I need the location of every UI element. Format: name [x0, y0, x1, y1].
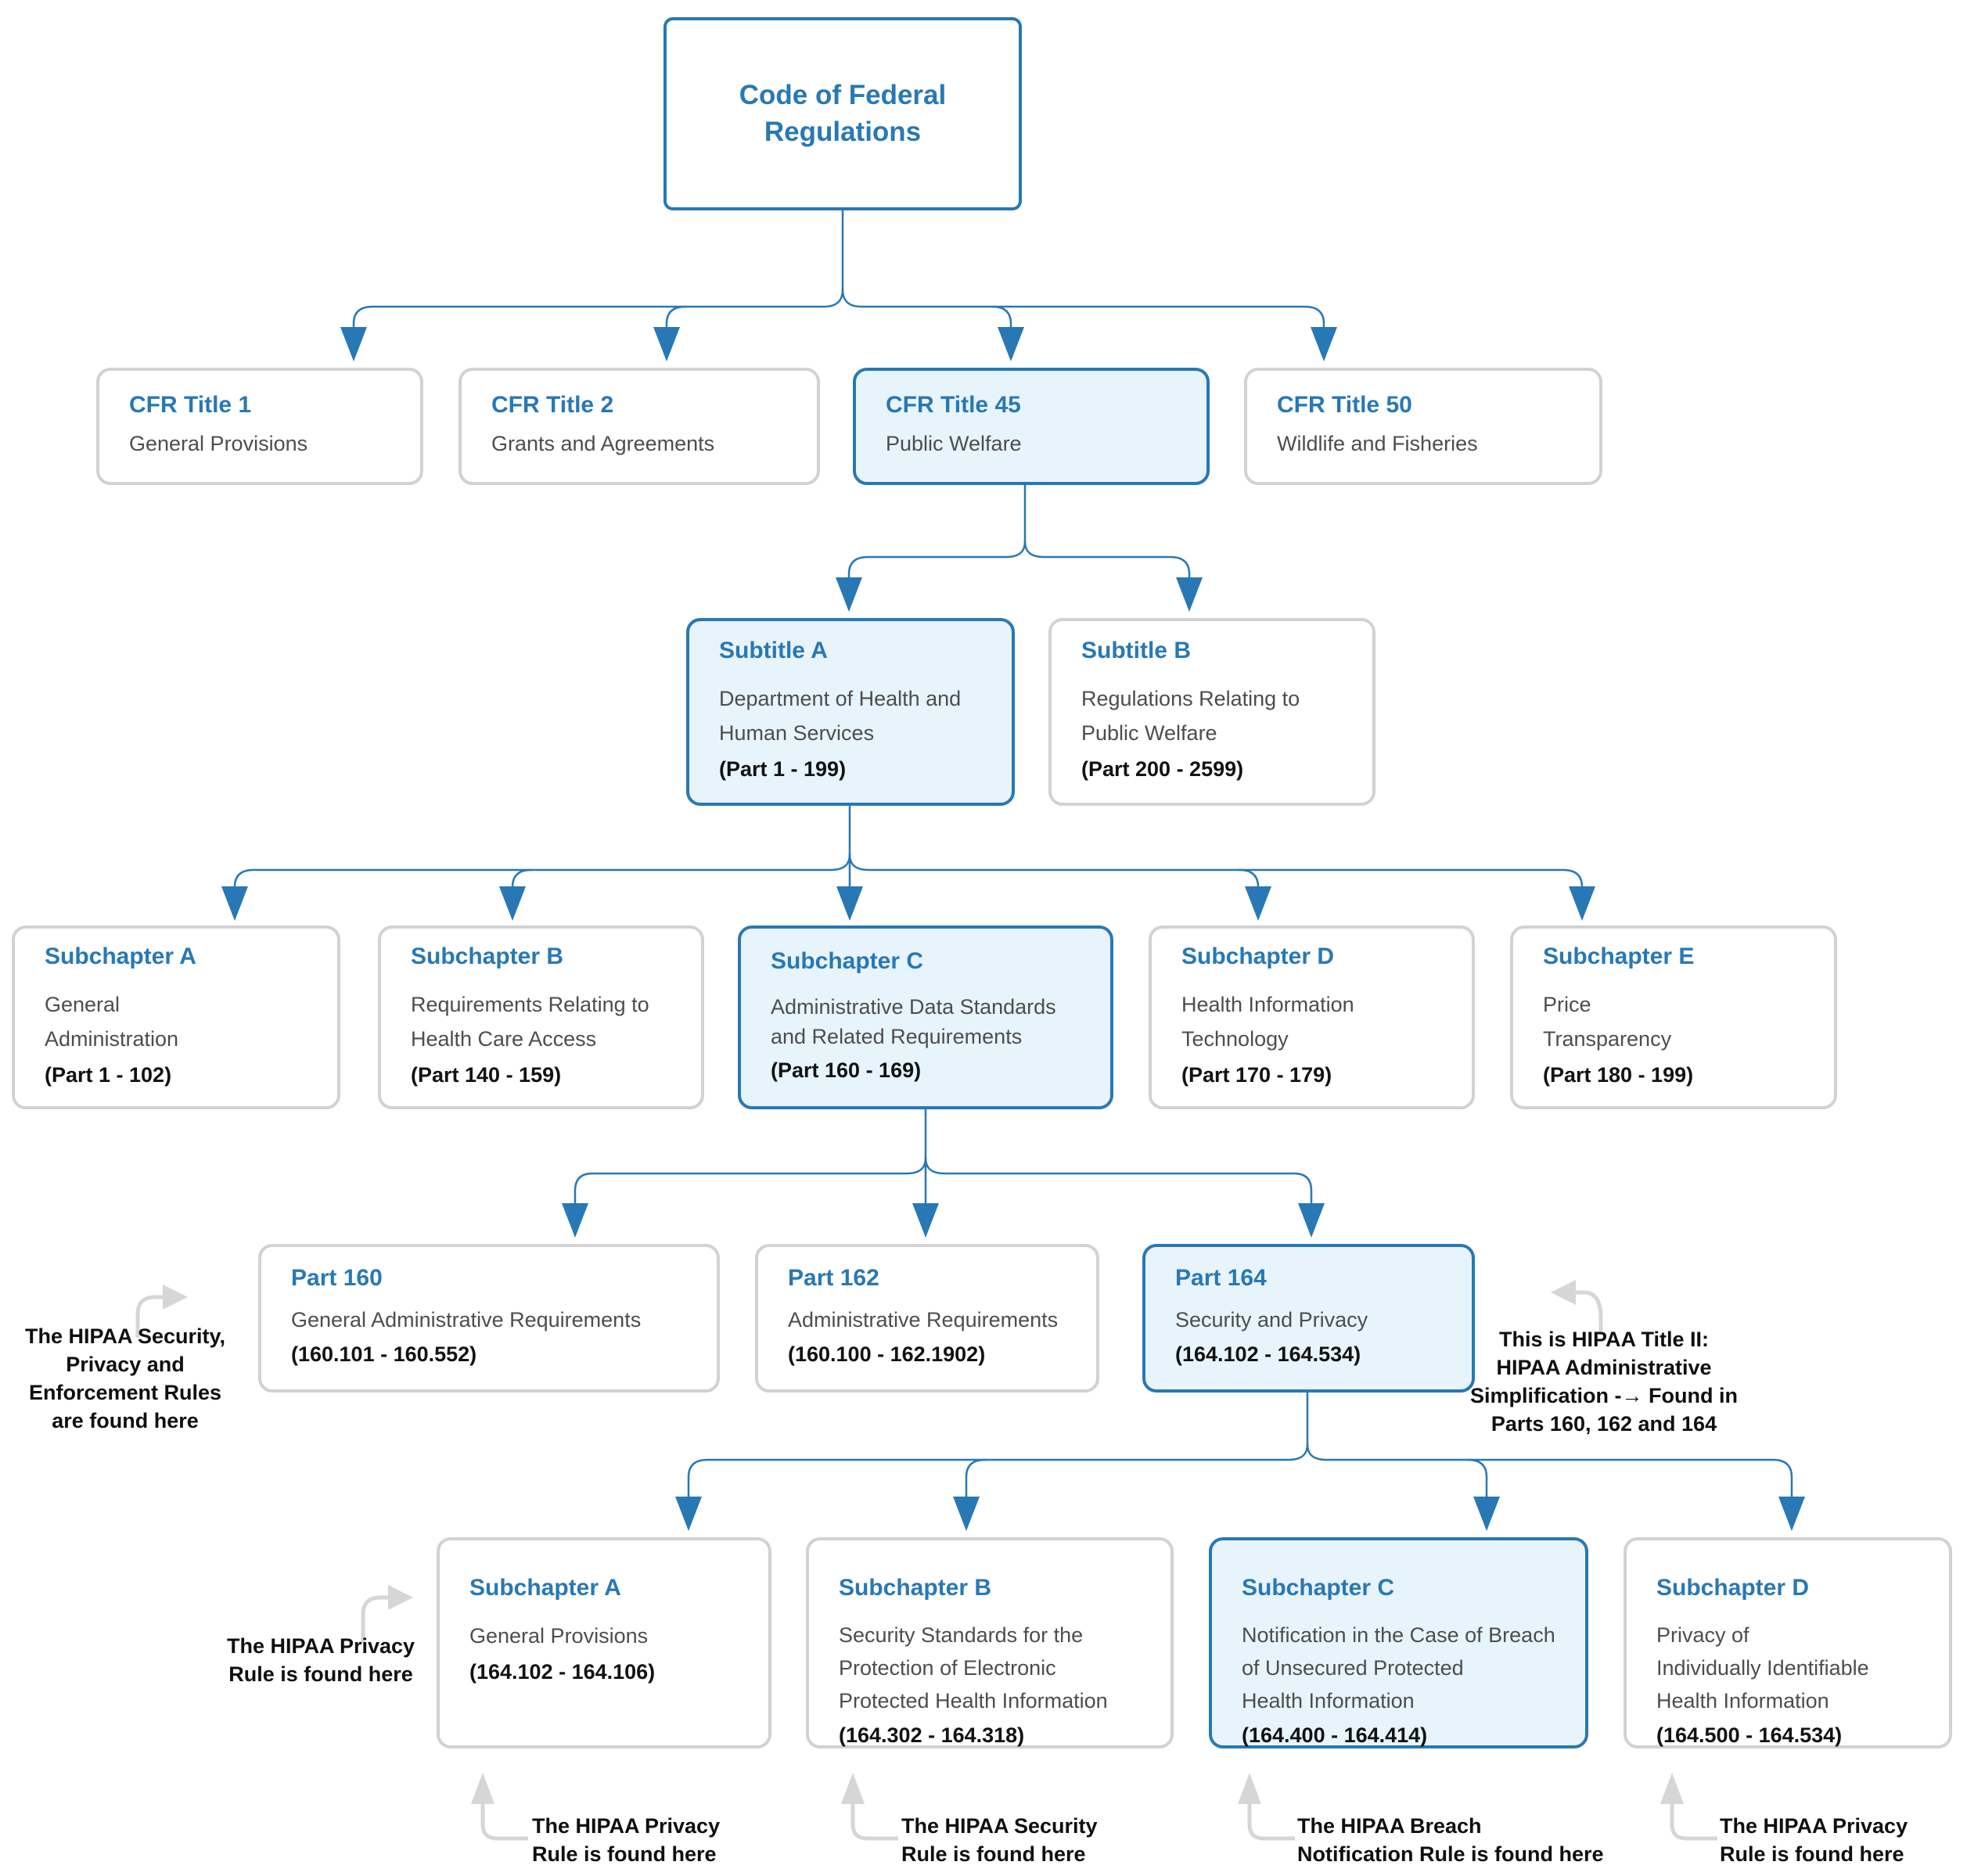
- node-range: (Part 1 - 102): [45, 1062, 172, 1087]
- node-body: Price Transparency: [1543, 992, 1672, 1051]
- node-body: Security Standards for the Protection of…: [839, 1623, 1108, 1712]
- node-body: Regulations Relating to Public Welfare: [1081, 687, 1300, 745]
- node-title: Subtitle A: [719, 638, 828, 663]
- node-part-160: Part 160 General Administrative Requirem…: [258, 1244, 720, 1393]
- node-range: (164.102 - 164.534): [1175, 1342, 1361, 1366]
- node-body: Privacy of Individually Identifiable Hea…: [1656, 1623, 1869, 1712]
- node-title: CFR Title 1: [129, 392, 252, 418]
- curved-arrow-up-icon: [471, 1773, 528, 1841]
- node-title: Subchapter A: [45, 943, 196, 969]
- curved-arrow-up-icon: [1238, 1773, 1295, 1841]
- node-body: Grants and Agreements: [491, 432, 715, 455]
- node-body: Administrative Requirements: [788, 1308, 1059, 1332]
- node-range: (Part 200 - 2599): [1081, 757, 1244, 781]
- connector-fan-root-to-titles: [352, 208, 1325, 329]
- node-cfr-title-1: CFR Title 1 General Provisions: [96, 368, 423, 485]
- connector-fan-part164-to-subchapters: [687, 1391, 1793, 1500]
- node-body: General Administration: [45, 992, 179, 1051]
- node-subchapter-b-45: Subchapter B Requirements Relating to He…: [378, 925, 704, 1109]
- node-body: Requirements Relating to Health Care Acc…: [411, 992, 649, 1051]
- node-title: Subchapter B: [411, 943, 564, 969]
- node-range: (164.400 - 164.414): [1242, 1723, 1428, 1747]
- node-subchapter-d-164: Subchapter D Privacy of Individually Ide…: [1624, 1537, 1952, 1748]
- annotation-breach-rule-bottom: The HIPAA Breach Notification Rule is fo…: [1297, 1814, 1604, 1866]
- node-range: (Part 1 - 199): [719, 757, 847, 781]
- node-subchapter-a-45: Subchapter A General Administration (Par…: [12, 925, 340, 1109]
- node-range: (Part 180 - 199): [1543, 1062, 1694, 1087]
- curved-arrow-up-icon: [841, 1773, 898, 1841]
- node-subtitle-a: Subtitle A Department of Health and Huma…: [686, 618, 1015, 806]
- node-cfr-title-2: CFR Title 2 Grants and Agreements: [458, 368, 820, 485]
- annotation-hipaa-title-ii: This is HIPAA Title II: HIPAA Administra…: [1470, 1328, 1738, 1436]
- node-title: Subchapter E: [1543, 943, 1695, 969]
- annotation-security-privacy-enforcement: The HIPAA Security, Privacy and Enforcem…: [24, 1324, 226, 1432]
- node-title: CFR Title 50: [1277, 392, 1412, 418]
- node-body: Wildlife and Fisheries: [1277, 432, 1478, 455]
- node-range: (164.102 - 164.106): [469, 1660, 656, 1684]
- node-title: Subtitle B: [1081, 638, 1191, 663]
- connector-fan-subtitleA-to-subchapters: [233, 804, 1584, 889]
- node-subchapter-b-164: Subchapter B Security Standards for the …: [806, 1537, 1174, 1748]
- node-range: (Part 140 - 159): [411, 1062, 562, 1087]
- node-range: (164.500 - 164.534): [1656, 1723, 1843, 1747]
- node-range: (160.101 - 160.552): [291, 1342, 477, 1366]
- node-cfr-title-45: CFR Title 45 Public Welfare: [853, 368, 1210, 485]
- curved-arrow-right-icon: [361, 1585, 413, 1643]
- node-title: Part 160: [291, 1265, 383, 1291]
- connector-fan-subchapterC-to-parts: [574, 1108, 1313, 1206]
- node-body: General Provisions: [469, 1624, 649, 1648]
- connector-fan-title45-to-subtitles: [847, 483, 1191, 580]
- node-subchapter-a-164: Subchapter A General Provisions (164.102…: [437, 1537, 771, 1748]
- node-title: Part 164: [1175, 1265, 1267, 1291]
- curved-arrow-up-icon: [1660, 1773, 1717, 1841]
- arrowheads-level-4: [562, 1203, 1325, 1238]
- node-title: CFR Title 45: [886, 392, 1021, 418]
- node-subchapter-d-45: Subchapter D Health Information Technolo…: [1149, 925, 1475, 1109]
- arrowheads-level-1: [340, 327, 1337, 361]
- node-title: Subchapter A: [469, 1575, 621, 1601]
- node-subchapter-c-45: Subchapter C Administrative Data Standar…: [738, 925, 1113, 1109]
- curved-arrow-right-icon: [135, 1285, 188, 1338]
- annotation-privacy-rule-bottom-1: The HIPAA Privacy Rule is found here: [532, 1814, 721, 1866]
- node-subtitle-b: Subtitle B Regulations Relating to Publi…: [1048, 618, 1375, 806]
- annotation-privacy-rule-left: The HIPAA Privacy Rule is found here: [226, 1634, 415, 1686]
- annotation-security-rule-bottom: The HIPAA Security Rule is found here: [901, 1814, 1098, 1866]
- node-title: Subchapter C: [771, 947, 924, 974]
- node-title: Subchapter D: [1181, 943, 1335, 969]
- node-cfr-title-50: CFR Title 50 Wildlife and Fisheries: [1244, 368, 1602, 485]
- node-body: Notification in the Case of Breach of Un…: [1242, 1623, 1555, 1712]
- node-body: General Administrative Requirements: [291, 1308, 642, 1332]
- node-title: CFR Title 2: [491, 392, 614, 418]
- node-title: Subchapter B: [839, 1575, 992, 1601]
- node-title: Subchapter C: [1242, 1575, 1395, 1601]
- node-cfr-root: Code of Federal Regulations: [663, 17, 1022, 210]
- node-subchapter-e-45: Subchapter E Price Transparency (Part 18…: [1510, 925, 1837, 1109]
- node-range: (Part 160 - 169): [771, 1058, 922, 1082]
- arrowheads-level-5: [675, 1497, 1805, 1531]
- arrowheads-level-3: [221, 886, 1595, 921]
- node-title: Part 162: [788, 1265, 879, 1291]
- node-part-164: Part 164 Security and Privacy (164.102 -…: [1142, 1244, 1475, 1393]
- node-part-162: Part 162 Administrative Requirements (16…: [755, 1244, 1099, 1393]
- arrowheads-level-2: [836, 577, 1203, 612]
- curved-arrow-left-icon: [1551, 1280, 1603, 1332]
- node-range: (160.100 - 162.1902): [788, 1342, 986, 1366]
- node-body: Department of Health and Human Services: [719, 687, 962, 745]
- node-subchapter-c-164: Subchapter C Notification in the Case of…: [1209, 1537, 1588, 1748]
- node-title: Subchapter D: [1656, 1575, 1810, 1601]
- node-body: General Provisions: [129, 432, 308, 455]
- annotation-privacy-rule-bottom-2: The HIPAA Privacy Rule is found here: [1720, 1814, 1908, 1866]
- root-title: Code of Federal Regulations: [739, 80, 947, 147]
- node-body: Administrative Data Standards and Relate…: [771, 994, 1056, 1048]
- node-body: Security and Privacy: [1175, 1308, 1368, 1332]
- node-range: (Part 170 - 179): [1181, 1062, 1332, 1087]
- node-body: Health Information Technology: [1181, 992, 1354, 1051]
- node-range: (164.302 - 164.318): [839, 1723, 1025, 1747]
- node-body: Public Welfare: [886, 432, 1022, 455]
